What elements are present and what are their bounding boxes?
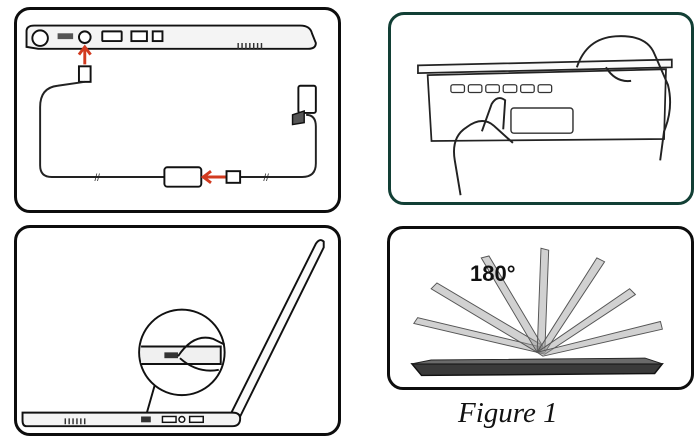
- laptop-side-edge: [25, 24, 317, 50]
- panel-open-lid: [388, 12, 694, 205]
- adapter-arrow-icon: [200, 170, 227, 184]
- port-label: [57, 33, 74, 40]
- audio-jack-icon: [178, 415, 186, 424]
- svg-text://: //: [263, 173, 269, 184]
- panel-lid-rotation: 180°: [387, 226, 694, 390]
- ac-connector-icon: [225, 170, 242, 184]
- keyboard-keys-icon: [450, 84, 553, 94]
- usb-port-icon: [130, 30, 148, 43]
- vent-grille-icon: [64, 418, 86, 425]
- card-slot-icon: [161, 415, 177, 424]
- dc-plug-icon: [77, 65, 92, 83]
- dc-in-port-icon[interactable]: [77, 30, 92, 44]
- hdmi-port-icon: [101, 30, 123, 43]
- rotating-lid-illustration: [410, 247, 664, 377]
- lid-edge: [417, 58, 673, 75]
- power-adapter-icon: [163, 166, 203, 188]
- laptop-base: [410, 363, 664, 377]
- panel-power-connection: // //: [14, 7, 341, 213]
- finger-power-button-illustration: [21, 239, 325, 428]
- open-lid-edge: [227, 239, 325, 421]
- vent-grille-icon: [237, 43, 263, 49]
- power-adapter-illustration: // //: [25, 24, 317, 188]
- hinge-icon: [31, 29, 49, 47]
- usbc-port-icon: [151, 30, 164, 43]
- svg-text://: //: [94, 173, 100, 184]
- keyboard-deck: [411, 357, 663, 365]
- zoom-power-button-icon: [164, 352, 178, 359]
- figure-caption: Figure 1: [458, 397, 558, 429]
- right-hand-icon: [575, 35, 672, 161]
- zoom-laptop-edge: [141, 345, 222, 365]
- usb-port-icon: [188, 415, 204, 424]
- finger-icon: [177, 336, 226, 372]
- power-button-icon[interactable]: [141, 416, 151, 423]
- laptop-base-side: [21, 411, 242, 428]
- panel-power-button: [14, 225, 341, 436]
- wall-outlet-icon: [297, 84, 317, 114]
- left-hand-icon: [453, 97, 514, 196]
- zoom-pointer: [145, 385, 156, 413]
- dc-cable: [39, 80, 165, 178]
- touchpad-icon: [510, 107, 574, 134]
- insert-arrow-icon: [77, 44, 92, 65]
- wall-plug-icon: [291, 109, 305, 126]
- rotation-angle-label: 180°: [470, 261, 516, 286]
- lid-positions: [413, 247, 663, 357]
- hands-opening-lid-illustration: [417, 35, 673, 196]
- ac-cable: [226, 113, 317, 178]
